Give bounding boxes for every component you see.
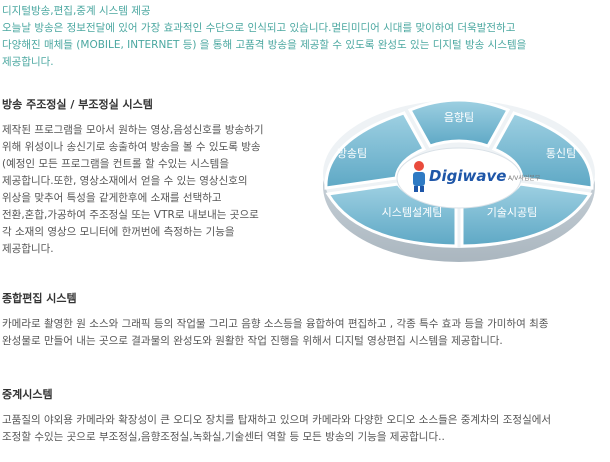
body-line: 제공합니다. xyxy=(2,243,54,255)
center-disc xyxy=(396,147,522,209)
body-line: 제공합니다.또한, 영상소재에서 얻을 수 있는 영상신호의 xyxy=(2,175,248,187)
digiwave-figure-icon xyxy=(413,161,425,192)
body-line: 전환,혼합,가공하여 주조정실 또는 VTR로 내보내는 곳으로 xyxy=(2,209,259,221)
body-line: 완성물로 만들어 내는 곳으로 결과물의 완성도와 원활한 작업 진행을 위해서… xyxy=(2,335,503,347)
body-line: 고품질의 야외용 카메라와 확장성이 큰 오디오 장치를 탑재하고 있으며 카메… xyxy=(2,414,552,426)
center-sub: A/V사업본부 xyxy=(508,174,541,182)
section-heading-broadcast: 방송 주조정실 / 부조정실 시스템 xyxy=(2,98,153,111)
intro-line: 제공합니다. xyxy=(2,56,54,68)
intro: 디지털방송,편집,중계 시스템 제공 오늘날 방송은 정보전달에 있어 가장 효… xyxy=(2,3,608,71)
intro-line: 다양해진 매체들 (MOBILE, INTERNET 등) 을 통해 고품격 방… xyxy=(2,39,527,51)
segment-right xyxy=(491,111,594,190)
segment-label-bottom-right: 기술시공팀 xyxy=(487,206,538,219)
intro-title: 디지털방송,편집,중계 시스템 제공 xyxy=(2,5,151,17)
segment-label-bottom-left: 시스템설계팀 xyxy=(382,206,443,219)
segment-left xyxy=(324,111,427,190)
body-line: 카메라로 촬영한 원 소스와 그래픽 등의 작업물 그리고 음향 소스등을 융합… xyxy=(2,318,549,330)
body-line: 위상을 맞추어 특성을 같게한후에 소재를 선택하고 xyxy=(2,192,222,204)
center-logo: Digiwave xyxy=(429,167,506,185)
intro-line: 오늘날 방송은 정보전달에 있어 가장 효과적인 수단으로 인식되고 있습니다.… xyxy=(2,22,516,34)
section-heading-editing: 종합편집 시스템 xyxy=(2,292,77,305)
section-body-broadcast: 제작된 프로그램을 모아서 원하는 영상,음성신호를 방송하기 위해 위성이나 … xyxy=(2,122,264,258)
section-heading-relay: 중계시스템 xyxy=(2,388,53,401)
body-line: 각 소재의 영상으 모니터에 한꺼번에 측정하는 기능을 xyxy=(2,226,235,238)
team-ring-diagram: Digiwave A/V사업본부 음향팀 방송팀 통신팀 시스템설계팀 기술시공… xyxy=(318,88,600,268)
segment-top xyxy=(407,98,511,148)
team-ring-svg: Digiwave A/V사업본부 음향팀 방송팀 통신팀 시스템설계팀 기술시공… xyxy=(323,98,595,262)
section-body-relay: 고품질의 야외용 카메라와 확장성이 큰 오디오 장치를 탑재하고 있으며 카메… xyxy=(2,412,551,446)
section-body-editing: 카메라로 촬영한 원 소스와 그래픽 등의 작업물 그리고 음향 소스등을 융합… xyxy=(2,316,548,350)
body-line: 제작된 프로그램을 모아서 원하는 영상,음성신호를 방송하기 xyxy=(2,124,264,136)
body-line: (예정인 모든 프로그램을 컨트롤 할 수있는 시스템을 xyxy=(2,158,229,170)
segment-label-top: 음향팀 xyxy=(444,111,474,124)
body-line: 위해 위성이나 송신기로 송출하여 방송을 볼 수 있도록 방송 xyxy=(2,141,261,153)
body-line: 조정할 수있는 곳으로 부조정실,음향조정실,녹화실,기술센터 역할 등 모든 … xyxy=(2,431,445,443)
segment-label-left: 방송팀 xyxy=(337,147,367,160)
segment-label-right: 통신팀 xyxy=(546,147,576,160)
